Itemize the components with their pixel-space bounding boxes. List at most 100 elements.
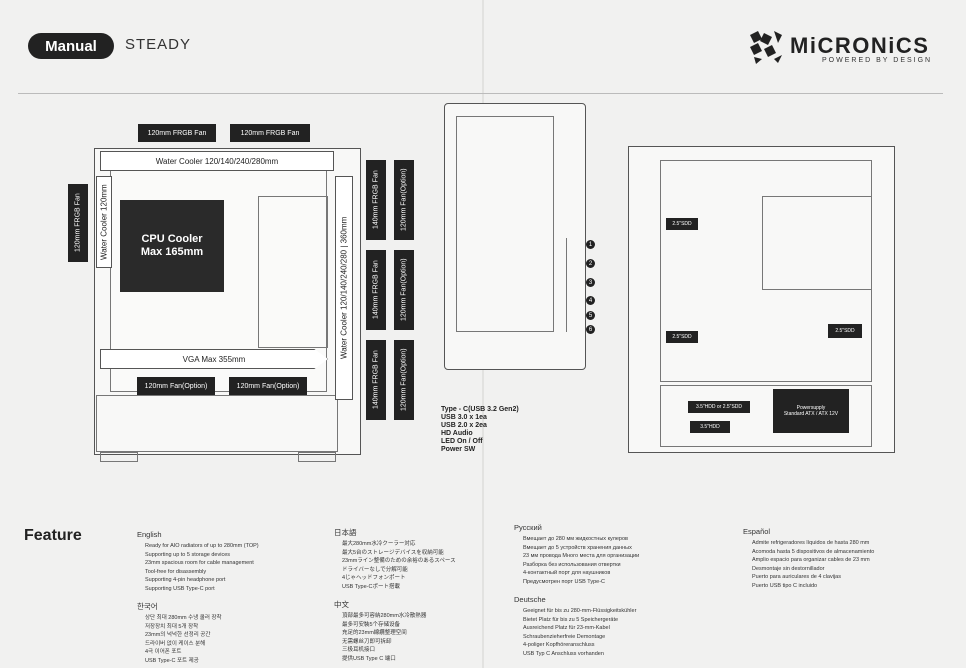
feature-english-line: Supporting USB Type-C port	[145, 585, 215, 592]
front-fan-option-2: 120mm Fan(Option)	[394, 250, 414, 330]
case-back-view	[628, 146, 895, 453]
psu-line1: Powersupply	[796, 405, 826, 411]
hdd-combo-label: 3.5"HDD or 2.5"SDD	[688, 401, 750, 413]
model-name: STEADY	[125, 36, 192, 53]
io-number-4: 4	[586, 296, 595, 305]
io-port-1: Type - C(USB 3.2 Gen2)	[441, 406, 519, 413]
top-fan-label-1: 120mm FRGB Fan	[138, 124, 216, 142]
feature-german-line: Geeignet für bis zu 280-mm-Flüssigkeitsk…	[523, 608, 637, 614]
feature-japanese-line: 最大5台のストレージデバイスを収納可能	[342, 549, 444, 556]
feature-korean-line: USB Type-C 포트 제공	[145, 657, 199, 664]
feature-japanese-line: USB Type-Cポート搭載	[342, 583, 400, 590]
feature-russian-line: Предусмотрен порт USB Type-C	[523, 578, 606, 585]
feature-spanish-line: Desmontaje sin destornillador	[752, 565, 825, 572]
feature-korean-heading: 한국어	[137, 602, 158, 611]
feature-russian-heading: Русский	[514, 523, 542, 532]
cpu-cooler-line2: Max 165mm	[140, 246, 204, 258]
case-front-view	[444, 103, 586, 370]
back-psu-area	[660, 385, 872, 447]
feature-russian-line: Вмещает до 280 мм жидкостных кулеров	[523, 536, 628, 542]
case-foot-right	[298, 452, 336, 462]
feature-korean-line: 4극 이어폰 포트	[145, 649, 182, 656]
io-port-list: Type - C(USB 3.2 Gen2) USB 3.0 x 1ea USB…	[441, 406, 519, 454]
feature-english-heading: English	[137, 530, 162, 539]
case-foot-left	[100, 452, 138, 462]
feature-japanese-line: 23mmライン整備のための余裕のあるスペース	[342, 558, 456, 565]
io-number-3: 3	[586, 278, 595, 287]
io-port-5: LED On / Off	[441, 438, 483, 445]
motherboard-tray	[258, 196, 328, 348]
feature-chinese-heading: 中文	[334, 600, 349, 609]
brand-logo-icon	[748, 29, 784, 65]
psu-shroud	[96, 395, 338, 452]
feature-english: English Ready for AIO radiators of up to…	[137, 530, 259, 594]
io-number-1: 1	[586, 240, 595, 249]
feature-russian-line: 4-контактный порт для наушников	[523, 570, 611, 577]
io-port-2: USB 3.0 x 1ea	[441, 414, 487, 421]
feature-chinese: 中文 頂部最多可容納280mm水冷散熱器 最多可安裝5个存储设备 充足的23mm…	[334, 599, 426, 664]
feature-chinese-line: 最多可安裝5个存储设备	[342, 621, 401, 628]
feature-chinese-line: 无需螺丝刀即可拆卸	[342, 638, 392, 645]
io-number-2: 2	[586, 259, 595, 268]
front-fan-option-1: 120mm Fan(Option)	[394, 160, 414, 240]
feature-japanese-line: 最大280mm水冷クーラー対応	[342, 541, 416, 547]
front-fan-frgb-1: 140mm FRGB Fan	[366, 160, 386, 240]
feature-spanish-line: Acomoda hasta 5 dispositivos de almacena…	[752, 548, 875, 555]
ssd-label-3: 2.5"SDD	[828, 324, 862, 338]
feature-korean-line: 드라이버 없이 케이스 분해	[145, 640, 206, 647]
feature-japanese-heading: 日本語	[334, 528, 357, 537]
feature-spanish-line: Amplio espacio para organizar cables de …	[752, 557, 870, 564]
manual-badge: Manual	[28, 33, 114, 59]
front-fan-option-3: 120mm Fan(Option)	[394, 340, 414, 420]
io-port-4: HD Audio	[441, 430, 473, 437]
feature-spanish-line: Puerto USB tipo C incluido	[752, 582, 818, 589]
feature-japanese-line: 4じゃヘッドフォンポート	[342, 575, 406, 582]
feature-korean-line: 저장장치 최대 5개 장착	[145, 623, 199, 630]
feature-chinese-line: 三极耳机接口	[342, 647, 376, 654]
feature-korean-line: 상단 최대 280mm 수냉 쿨러 장착	[145, 615, 222, 621]
feature-english-line: Supporting up to 5 storage devices	[145, 551, 231, 558]
feature-german: Deutsche Geeignet für bis zu 280-mm-Flüs…	[514, 595, 636, 659]
brand-tagline: POWERED BY DESIGN	[822, 57, 933, 64]
hdd-label: 3.5"HDD	[690, 421, 730, 433]
io-number-5: 5	[586, 311, 595, 320]
feature-german-line: Schraubenzieherfreie Demontage	[523, 633, 606, 640]
feature-spanish-heading: Español	[743, 527, 771, 536]
feature-german-line: USB Typ C Anschluss vorhanden	[523, 650, 604, 657]
feature-german-heading: Deutsche	[514, 595, 546, 604]
feature-chinese-line: 提供USB Type C 端口	[342, 655, 396, 662]
feature-english-line: Supporting 4-pin headphone port	[145, 577, 226, 584]
feature-english-line: Tool-free for disassembly	[145, 568, 207, 575]
feature-english-line: Ready for AIO radiators of up to 280mm (…	[145, 543, 259, 549]
feature-russian-line: 23 мм провода Много места для организаци…	[523, 553, 640, 560]
feature-german-line: 4-poliger Kopfhöreranschluss	[523, 642, 595, 649]
header-divider	[18, 93, 943, 94]
ssd-label-1: 2.5"SDD	[666, 218, 698, 230]
feature-korean: 한국어 상단 최대 280mm 수냉 쿨러 장착 저장장치 최대 5개 장착 2…	[137, 601, 222, 666]
back-cable-area	[660, 160, 872, 382]
rear-fan-label: 120mm FRGB Fan	[68, 184, 88, 262]
front-fan-frgb-3: 140mm FRGB Fan	[366, 340, 386, 420]
cpu-cooler-line1: CPU Cooler	[141, 233, 203, 245]
io-port-3: USB 2.0 x 2ea	[441, 422, 487, 429]
io-number-6: 6	[586, 325, 595, 334]
feature-russian-line: Вмещает до 5 устройств хранения данных	[523, 544, 632, 551]
psu-line2: Standard ATX / ATX 12V	[783, 411, 839, 417]
feature-japanese: 日本語 最大280mm水冷クーラー対応 最大5台のストレージデバイスを収納可能 …	[334, 527, 456, 592]
vga-length-label: VGA Max 355mm	[100, 349, 328, 369]
feature-spanish: Español Admite refrigeradores líquidos d…	[743, 527, 874, 591]
feature-russian: Русский Вмещает до 280 мм жидкостных кул…	[514, 523, 639, 587]
feature-japanese-line: ドライバーなしで分解可能	[342, 566, 408, 573]
io-port-6: Power SW	[441, 446, 476, 453]
front-fan-frgb-2: 140mm FRGB Fan	[366, 250, 386, 330]
rear-water-cooler-label: Water Cooler 120mm	[96, 176, 112, 268]
feature-german-line: Ausreichend Platz für 23-mm-Kabel	[523, 625, 610, 632]
io-port-strip	[566, 238, 575, 332]
feature-spanish-line: Admite refrigeradores líquidos de hasta …	[752, 540, 870, 546]
feature-chinese-line: 頂部最多可容納280mm水冷散熱器	[342, 613, 427, 619]
feature-german-line: Bietet Platz für bis zu 5 Speichergeräte	[523, 616, 619, 623]
bottom-fan-label-2: 120mm Fan(Option)	[229, 377, 307, 395]
top-water-cooler-label: Water Cooler 120/140/240/280mm	[100, 151, 334, 171]
